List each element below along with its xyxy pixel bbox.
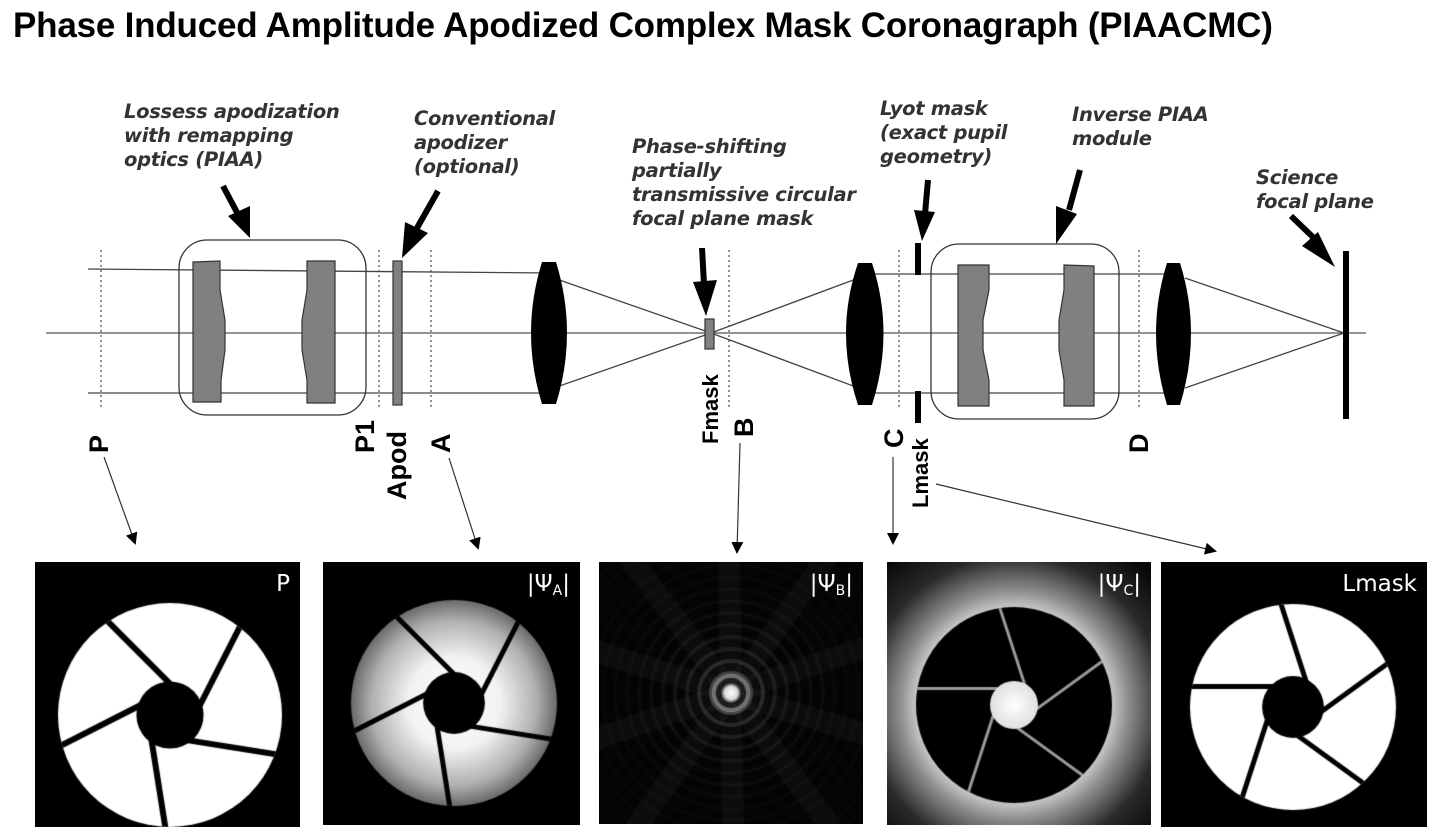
piaa-optic-2 bbox=[301, 260, 336, 404]
page-title: Phase Induced Amplitude Apodized Complex… bbox=[13, 6, 1273, 45]
plane-label-Lmask: Lmask bbox=[908, 438, 933, 508]
panel-label: P bbox=[276, 571, 290, 597]
lyot-plane-image bbox=[887, 562, 1151, 825]
panel-amplitude-A: |ΨA| bbox=[323, 562, 580, 825]
panel-pupil-P: P bbox=[35, 562, 300, 827]
apodizer-plate bbox=[392, 260, 403, 406]
pointer-arrows bbox=[103, 442, 1217, 555]
pointer-arrow-A bbox=[448, 457, 481, 550]
panel-lyot-mask: Lmask bbox=[1161, 562, 1427, 827]
plane-label-P1: P1 bbox=[350, 419, 380, 453]
science-detector bbox=[1343, 251, 1349, 419]
annotation-piaa: Lossess apodization with remapping optic… bbox=[124, 100, 340, 171]
panel-label: Lmask bbox=[1342, 571, 1417, 597]
lens-2 bbox=[846, 263, 884, 405]
plane-label-B: B bbox=[729, 417, 759, 438]
apodized-pupil-image bbox=[323, 562, 580, 825]
plane-label-Fmask: Fmask bbox=[698, 374, 723, 444]
panel-label: |ΨA| bbox=[526, 571, 570, 599]
plane-label-D: D bbox=[1124, 433, 1154, 454]
piaa-optic-1 bbox=[192, 260, 226, 403]
inverse-piaa-arrow bbox=[1056, 169, 1083, 244]
panel-label: |ΨB| bbox=[809, 571, 853, 599]
panel-amplitude-B: |ΨB| bbox=[599, 562, 863, 824]
lyot-mask-top bbox=[915, 243, 921, 275]
lyot-arrow bbox=[914, 179, 935, 241]
optical-layout-diagram bbox=[46, 169, 1366, 555]
fpm-arrow bbox=[693, 247, 717, 316]
inverse-piaa-optic-2 bbox=[1058, 264, 1095, 407]
lens-1 bbox=[531, 262, 567, 404]
lens-3 bbox=[1156, 263, 1191, 405]
lyot-mask-image bbox=[1161, 562, 1427, 827]
panel-label: |ΨC| bbox=[1097, 571, 1141, 599]
piaa-module-box bbox=[178, 239, 367, 416]
panel-amplitude-C: |ΨC| bbox=[887, 562, 1151, 825]
inverse-piaa-module-box bbox=[930, 243, 1120, 420]
pointer-arrow-P bbox=[103, 456, 138, 545]
pointer-arrow-B bbox=[731, 442, 744, 554]
plane-label-C: C bbox=[879, 428, 909, 449]
focal-plane-psf-image bbox=[599, 562, 863, 824]
annotation-arrows bbox=[220, 169, 1335, 316]
lyot-mask-bottom bbox=[915, 391, 921, 423]
apodizer-arrow bbox=[402, 189, 441, 258]
plane-label-Apod: Apod bbox=[382, 431, 412, 500]
annotation-inverse-piaa: Inverse PIAA module bbox=[1072, 103, 1209, 150]
pointer-arrow-Lmask bbox=[935, 483, 1217, 555]
focal-plane-mask bbox=[704, 318, 715, 350]
plane-label-P: P bbox=[84, 434, 114, 453]
annotation-lyot-mask: Lyot mask (exact pupil geometry) bbox=[880, 97, 1008, 168]
annotation-science-focal-plane: Science focal plane bbox=[1256, 166, 1374, 213]
plane-label-A: A bbox=[426, 433, 456, 454]
annotation-focal-plane-mask: Phase-shifting partially transmissive ci… bbox=[632, 135, 856, 230]
annotation-apodizer: Conventional apodizer (optional) bbox=[414, 107, 555, 178]
plane-markers bbox=[100, 250, 1140, 410]
inverse-piaa-optic-1 bbox=[957, 264, 990, 407]
piaa-arrow bbox=[220, 184, 250, 238]
pupil-image bbox=[35, 562, 300, 827]
science-arrow bbox=[1288, 213, 1335, 267]
